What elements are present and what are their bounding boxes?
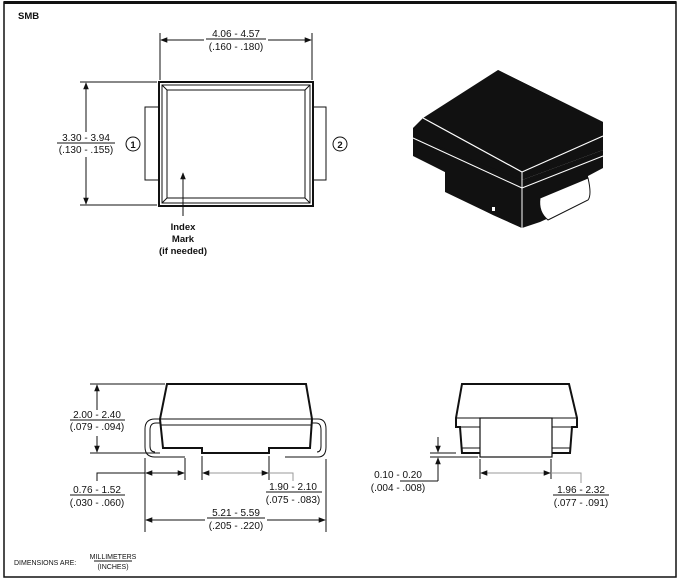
left-tab (144, 106, 160, 181)
overall-length-mm: 5.21 - 5.59 (212, 508, 260, 519)
height-mm: 2.00 - 2.40 (73, 410, 121, 421)
lead-length-mm: 0.76 - 1.52 (73, 485, 121, 496)
pin2-marker (332, 136, 348, 152)
width-mm: 3.30 - 3.94 (62, 133, 110, 144)
legend-mm: MILLIMETERS (90, 554, 137, 561)
pin1-marker (125, 136, 141, 152)
svg-text:(if needed): (if needed) (159, 246, 207, 257)
lead-width-in: (.077 - .091) (554, 498, 608, 509)
right-tab (312, 106, 327, 181)
standoff-in: (.004 - .008) (371, 483, 425, 494)
pad-gap-in: (.075 - .083) (266, 495, 320, 506)
legend-label: DIMENSIONS ARE: (14, 560, 76, 567)
end-lead (479, 417, 553, 458)
lead-width-mm: 1.96 - 2.32 (557, 485, 605, 496)
width-in: (.130 - .155) (59, 145, 113, 156)
standoff-mm: 0.10 - 0.20 (374, 470, 422, 481)
length-mm: 4.06 - 4.57 (212, 29, 260, 40)
side-view: 2.00 - 2.40 (.079 - .094) 0.76 - 1.52 (.… (70, 383, 327, 532)
svg-text:Mark: Mark (172, 234, 195, 245)
legend-in: (INCHES) (97, 564, 128, 571)
lead-length-in: (.030 - .060) (70, 498, 124, 509)
top-view: 4.06 - 4.57 (.160 - .180) 3.30 - 3.94 (.… (57, 29, 348, 257)
height-in: (.079 - .094) (70, 422, 124, 433)
body-outline (158, 81, 314, 207)
overall-length-in: (.205 - .220) (209, 521, 263, 532)
index-mark-label: Index (171, 222, 197, 233)
length-in: (.160 - .180) (209, 42, 263, 53)
svg-text:2: 2 (337, 140, 342, 151)
end-view: 0.10 - 0.20 (.004 - .008) 1.96 - 2.32 (.… (371, 383, 609, 509)
pad-gap-mm: 1.90 - 2.10 (269, 482, 317, 493)
package-title: SMB (18, 11, 39, 22)
isometric-view (412, 70, 604, 228)
units-legend: DIMENSIONS ARE: MILLIMETERS (INCHES) (14, 554, 137, 571)
svg-text:1: 1 (130, 140, 136, 151)
